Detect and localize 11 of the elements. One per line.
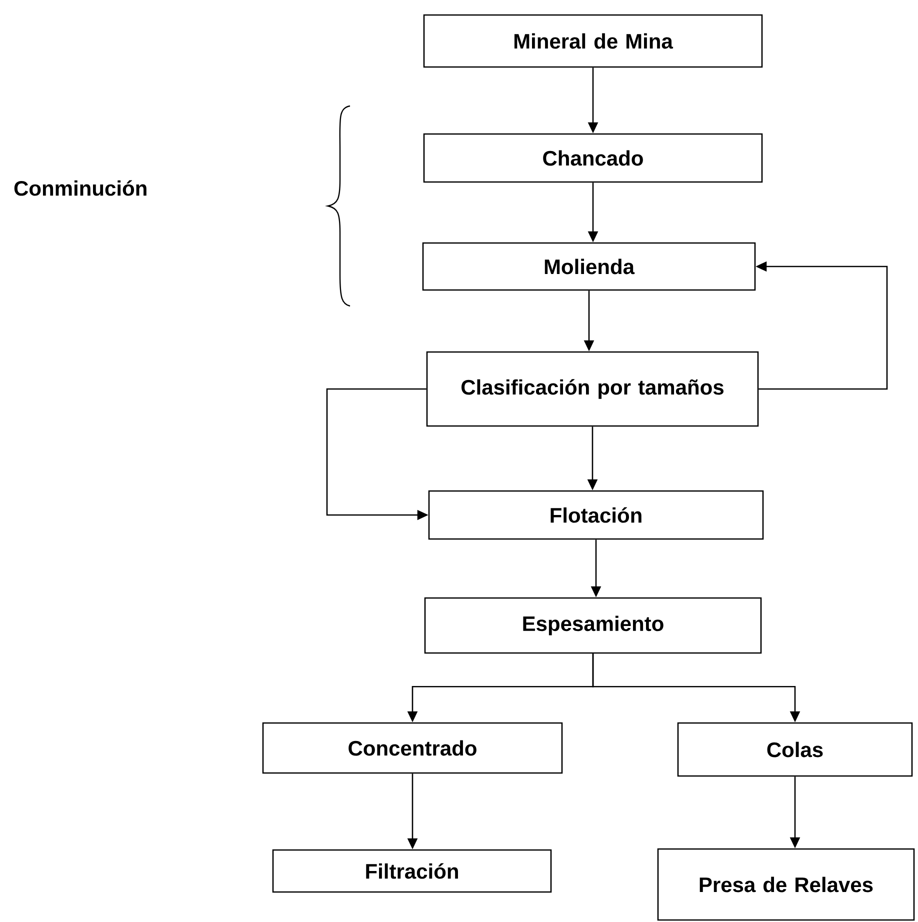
- process-box: Clasificación por tamaños: [426, 351, 759, 427]
- process-box: Mineral de Mina: [423, 14, 763, 68]
- process-box: Flotación: [428, 490, 764, 540]
- process-box: Presa de Relaves: [657, 848, 915, 921]
- process-box: Filtración: [272, 849, 552, 893]
- process-box: Chancado: [423, 133, 763, 183]
- side-label: Conminución: [14, 180, 146, 196]
- process-box: Espesamiento: [424, 597, 762, 654]
- process-box: Concentrado: [262, 722, 563, 774]
- process-box: Molienda: [422, 242, 756, 291]
- process-box: Colas: [677, 722, 913, 777]
